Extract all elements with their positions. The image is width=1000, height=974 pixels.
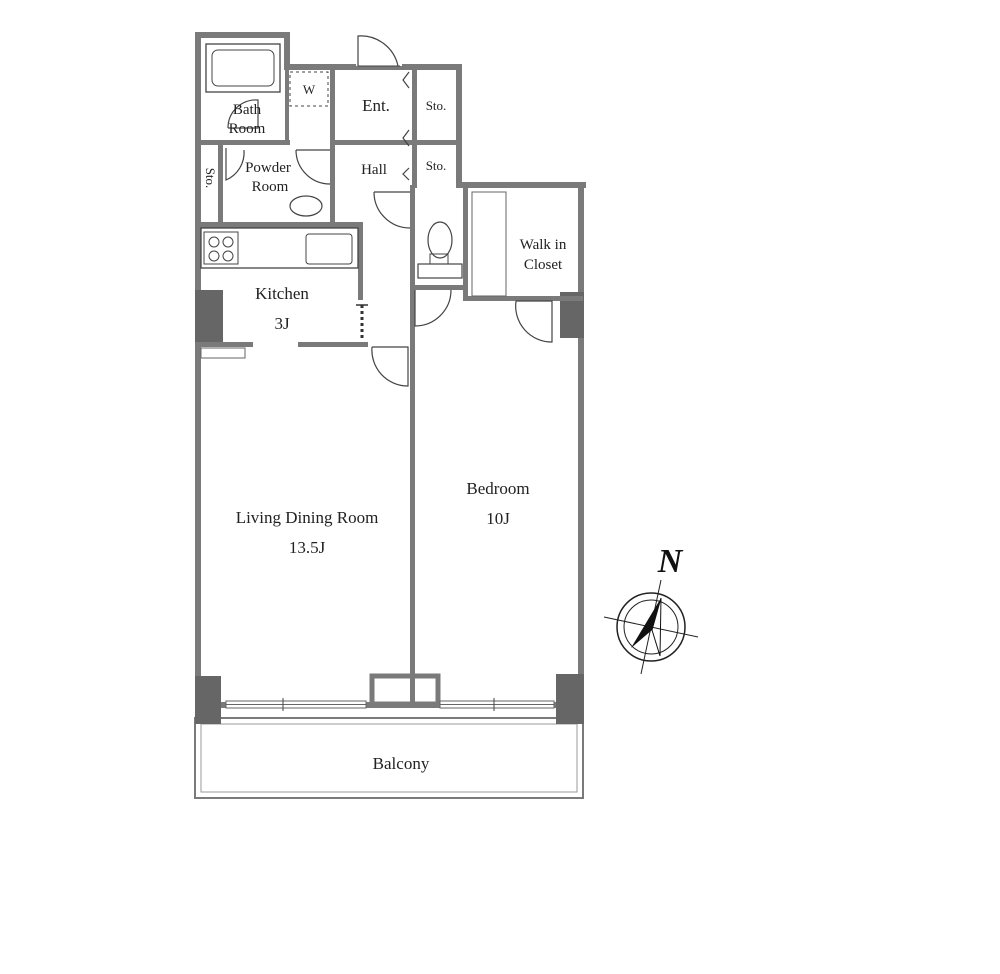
pillar	[556, 674, 584, 724]
pillar	[195, 290, 223, 342]
bath-label-line2: Room	[229, 121, 266, 137]
bedroom-label-line2: 10J	[486, 509, 510, 528]
doors	[225, 35, 553, 387]
kitchen-label-line2: 3J	[274, 314, 290, 333]
north-label: N	[657, 543, 684, 580]
walkin-label-line2: Closet	[524, 257, 563, 273]
interior-walls	[195, 38, 583, 707]
walkin-label-line1: Walk in	[520, 237, 567, 253]
balcony: Balcony	[194, 717, 584, 799]
fixtures	[200, 43, 507, 297]
powder-label-line1: Powder	[245, 160, 291, 176]
north-compass-icon: N	[603, 543, 699, 675]
balcony-label: Balcony	[373, 754, 430, 773]
powder-label-line2: Room	[252, 179, 289, 195]
storage-left-label: Sto.	[203, 168, 218, 189]
kitchen-label-line1: Kitchen	[255, 284, 309, 303]
living-label-line1: Living Dining Room	[236, 508, 379, 527]
sliding-windows	[200, 347, 555, 711]
room-labels: Bath Room W Ent. Sto. Sto. Sto. Powder R…	[203, 82, 567, 557]
living-label-line2: 13.5J	[289, 538, 326, 557]
pillar	[195, 676, 221, 724]
washer-label: W	[303, 82, 316, 97]
storage-top-label: Sto.	[426, 98, 447, 113]
entrance-label: Ent.	[362, 96, 390, 115]
hall-label: Hall	[361, 162, 387, 178]
bath-label-line1: Bath	[233, 102, 262, 118]
storage-mid-label: Sto.	[426, 158, 447, 173]
bedroom-label-line1: Bedroom	[466, 479, 529, 498]
